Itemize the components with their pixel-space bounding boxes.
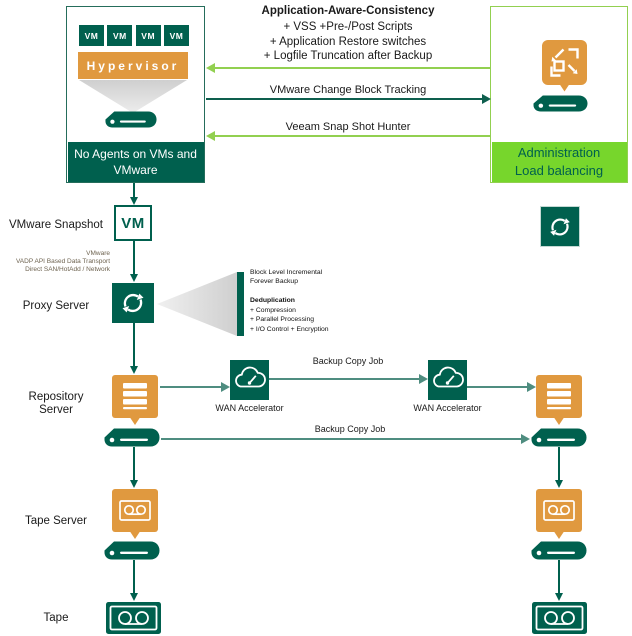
- wan2-to-repo2-line: [467, 386, 528, 388]
- proxy-server-box: [112, 283, 154, 323]
- repository-icon: [112, 375, 158, 425]
- connector-arrowhead-down: [554, 593, 563, 601]
- wan-accelerator-2-box: [428, 360, 467, 400]
- repository-server-label: Repository Server: [28, 391, 84, 416]
- hypervisor-bar: Hypervisor: [78, 52, 188, 79]
- connector: [558, 560, 560, 594]
- tape-server-icon: [112, 489, 158, 539]
- disk-icon: [531, 541, 587, 560]
- snapshot-hunter-label: Veeam Snap Shot Hunter: [285, 121, 411, 133]
- aac-title: Application-Aware-Consistency: [261, 5, 435, 17]
- connector-arrowhead-down: [129, 197, 138, 205]
- disk-icon: [105, 111, 157, 128]
- vm-snapshot-box: VM: [114, 205, 152, 241]
- connector-arrowhead-down: [129, 480, 138, 488]
- connector-arrowhead-down: [554, 480, 563, 488]
- wan-accelerator-2-label: WAN Accelerator: [413, 403, 482, 413]
- tape-cassette-icon: [106, 602, 161, 634]
- backup-copy-job-bottom-label: Backup Copy Job: [314, 424, 386, 434]
- vm-chip: VM: [135, 25, 161, 46]
- disk-to-disk-line: [161, 438, 522, 440]
- vm-chip: VM: [79, 25, 104, 46]
- wan2-to-repo2-arrowhead: [527, 382, 536, 392]
- funnel-triangle: [79, 80, 187, 113]
- aac-lines: + VSS +Pre-/Post Scripts + Application R…: [263, 21, 433, 62]
- connector: [133, 323, 135, 367]
- aac-arrowhead-left: [205, 63, 215, 73]
- tape-server-2-icon: [536, 489, 582, 539]
- aac-arrow-line: [214, 67, 490, 69]
- callout-heading: Deduplication: [250, 297, 295, 304]
- sync-icon: [550, 217, 570, 236]
- transport-note: VMware VADP API Based Data Transport Dir…: [15, 250, 110, 273]
- vm-chip-row: VM VM VM VM: [79, 25, 189, 46]
- wan-accelerator-1-label: WAN Accelerator: [215, 403, 284, 413]
- callout-top-text: Block Level Incremental Forever Backup: [250, 269, 323, 286]
- cbt-arrowhead-right: [482, 94, 491, 104]
- vm-chip: VM: [107, 25, 133, 46]
- disk-icon: [531, 428, 587, 447]
- connector: [133, 183, 135, 198]
- wan-accelerator-1-box: [230, 360, 269, 400]
- proxy-server-label: Proxy Server: [22, 300, 90, 312]
- vm-chip: VM: [163, 25, 189, 46]
- disk-icon: [104, 541, 160, 560]
- disk-to-disk-arrowhead: [521, 434, 530, 444]
- connector-arrowhead-down: [129, 593, 138, 601]
- tape-label: Tape: [43, 612, 69, 624]
- wan1-to-wan2-line: [269, 378, 420, 380]
- tape-server-label: Tape Server: [24, 515, 87, 527]
- disk-icon: [533, 95, 588, 112]
- wan1-to-wan2-arrowhead: [419, 374, 428, 384]
- disk-icon: [104, 428, 160, 447]
- snapshot-hunter-arrowhead-left: [205, 131, 215, 141]
- callout-triangle: [157, 272, 237, 336]
- cbt-label: VMware Change Block Tracking: [269, 84, 427, 96]
- tape-cassette-2-icon: [532, 602, 587, 634]
- callout-items: + Compression + Parallel Processing + I/…: [250, 307, 329, 333]
- cloud-gauge-icon: [235, 366, 266, 388]
- cbt-arrow-line: [206, 98, 482, 100]
- repo-to-wan1-arrowhead: [221, 382, 230, 392]
- hypervisor-caption: No Agents on VMs and VMware: [67, 141, 204, 182]
- connector: [558, 447, 560, 481]
- snapshot-hunter-arrow-line: [214, 135, 490, 137]
- connector: [133, 560, 135, 594]
- connector: [133, 241, 135, 275]
- connector-arrowhead-down: [129, 366, 138, 374]
- sync-standalone-box: [540, 206, 580, 247]
- cloud-gauge-icon: [433, 366, 464, 388]
- repository-2-icon: [536, 375, 582, 425]
- admin-caption: Administration Load balancing: [491, 141, 627, 182]
- backup-server-icon: [542, 40, 587, 92]
- backup-copy-job-top-label: Backup Copy Job: [312, 356, 384, 366]
- repo-to-wan1-line: [160, 386, 222, 388]
- callout-bar: [237, 272, 244, 336]
- connector-arrowhead-down: [129, 274, 138, 282]
- sync-icon: [122, 293, 144, 313]
- connector: [133, 447, 135, 481]
- vmware-snapshot-label: VMware Snapshot: [9, 219, 103, 231]
